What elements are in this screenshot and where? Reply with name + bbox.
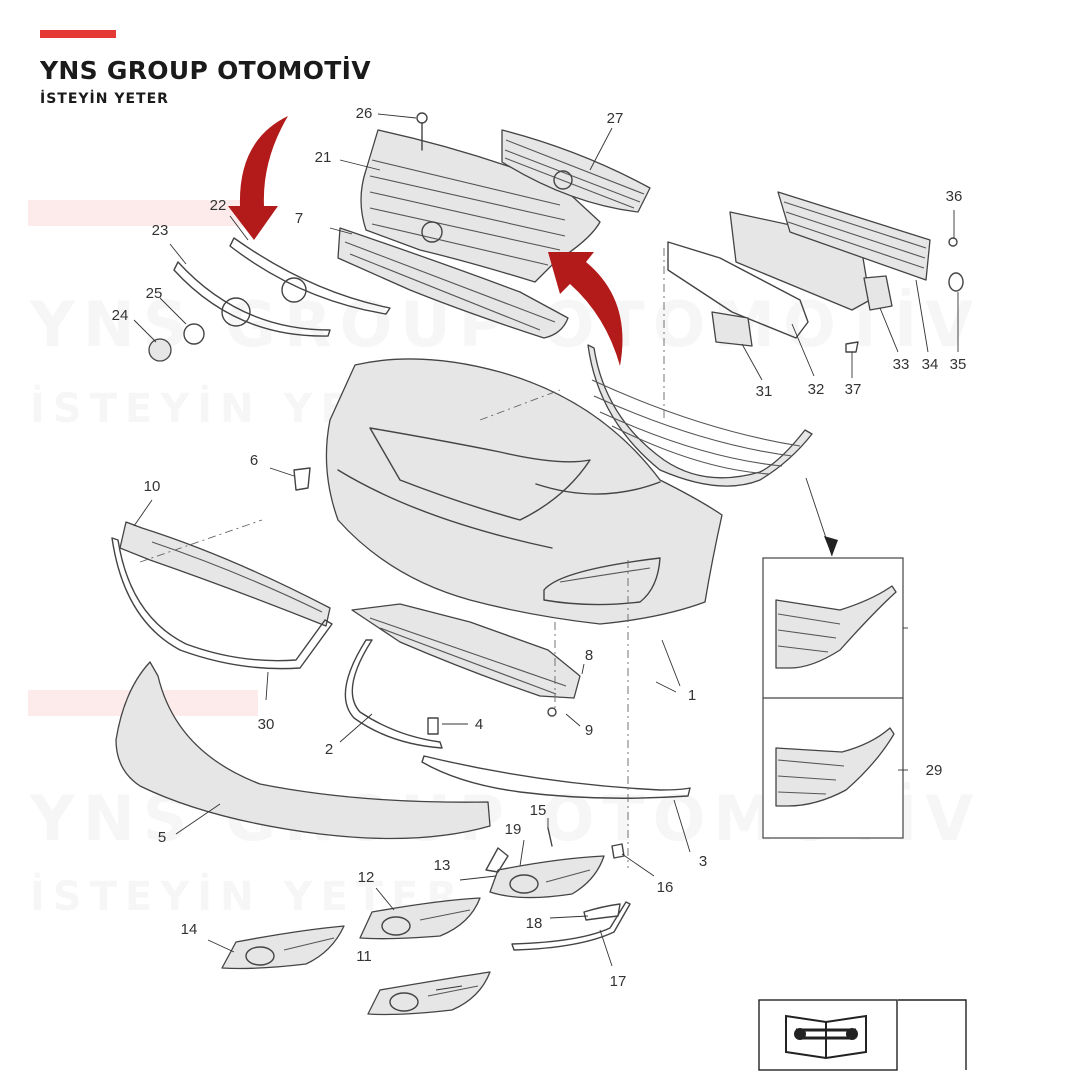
callout-4: 4 bbox=[475, 716, 483, 733]
part-10-plate-holder bbox=[119, 521, 331, 627]
part-22-chrome-strip bbox=[229, 237, 391, 315]
red-arrow-left bbox=[228, 116, 288, 240]
callout-11: 11 bbox=[356, 948, 372, 965]
part-23-chrome-strip bbox=[173, 261, 331, 337]
part-9-clip bbox=[547, 707, 557, 717]
callout-23: 23 bbox=[152, 222, 169, 239]
callout-8: 8 bbox=[585, 647, 593, 664]
callout-2: 2 bbox=[325, 741, 333, 758]
callout-10: 10 bbox=[144, 478, 161, 495]
detail-arrow-head bbox=[824, 536, 838, 556]
callout-25: 25 bbox=[146, 285, 163, 302]
callout-13: 13 bbox=[434, 857, 451, 874]
part-7-grille-carrier bbox=[337, 227, 569, 339]
watermark-bar bbox=[28, 200, 258, 226]
part-3-lower-strip bbox=[421, 755, 691, 799]
part-13-fog-lamp-bezel bbox=[489, 855, 605, 899]
brand-tagline: İSTEYİN YETER bbox=[40, 91, 169, 107]
part-14-fog-lamp-bezel bbox=[221, 925, 345, 970]
part-18-trim-strip bbox=[583, 903, 621, 921]
part-27-grille-insert bbox=[501, 129, 651, 213]
callout-15: 15 bbox=[530, 802, 547, 819]
part-15-screw bbox=[547, 827, 553, 847]
callout-24: 24 bbox=[112, 307, 129, 324]
callout-6: 6 bbox=[250, 452, 258, 469]
callout-31: 31 bbox=[756, 383, 773, 400]
red-arrow-right bbox=[548, 252, 623, 366]
callout-19: 19 bbox=[505, 821, 522, 838]
callout-35: 35 bbox=[950, 356, 967, 373]
leader-lines bbox=[133, 113, 959, 991]
part-29-lower-grille bbox=[587, 344, 813, 487]
brand-title: YNS GROUP OTOMOTİV bbox=[40, 56, 371, 85]
part-16-clip bbox=[611, 843, 625, 859]
part-4-clip bbox=[427, 717, 439, 735]
part-12-fog-lamp-bezel bbox=[359, 897, 481, 940]
part-25-emblem-base bbox=[183, 323, 205, 345]
callout-33: 33 bbox=[893, 356, 910, 373]
callout-34: 34 bbox=[922, 356, 939, 373]
callout-labels: 1234567891011121314151617181921222324252… bbox=[112, 105, 967, 990]
part-34-shutter-assembly bbox=[729, 191, 931, 311]
callout-29: 29 bbox=[926, 762, 943, 779]
repair-manual-icon bbox=[758, 999, 967, 1071]
callout-9: 9 bbox=[585, 722, 593, 739]
callout-16: 16 bbox=[657, 879, 674, 896]
callout-30: 30 bbox=[258, 716, 275, 733]
part-35-clip bbox=[948, 272, 964, 292]
part-26-screw bbox=[416, 112, 428, 151]
part-8-underbody-tray bbox=[351, 603, 581, 699]
callout-1: 1 bbox=[688, 687, 696, 704]
callout-12: 12 bbox=[358, 869, 375, 886]
part-30-lower-trim bbox=[111, 537, 333, 670]
callout-5: 5 bbox=[158, 829, 166, 846]
centerline bbox=[139, 519, 263, 563]
part-17-trim-strip bbox=[511, 901, 631, 951]
callout-22: 22 bbox=[210, 197, 227, 214]
brand-accent-bar bbox=[40, 30, 116, 38]
callout-37: 37 bbox=[845, 381, 862, 398]
part-19-bracket bbox=[485, 847, 509, 873]
callout-32: 32 bbox=[808, 381, 825, 398]
part-31-bracket bbox=[711, 311, 753, 347]
callout-14: 14 bbox=[181, 921, 198, 938]
callout-36: 36 bbox=[946, 188, 963, 205]
part-1-front-bumper bbox=[325, 358, 723, 625]
part-36-screw bbox=[948, 237, 958, 247]
part-2-lower-moulding bbox=[344, 639, 443, 749]
centerline bbox=[479, 389, 561, 421]
part-21-upper-grille bbox=[360, 129, 601, 283]
callout-21: 21 bbox=[315, 149, 332, 166]
callout-18: 18 bbox=[526, 915, 543, 932]
callout-17: 17 bbox=[610, 973, 627, 990]
part-32-shutter-frame bbox=[667, 241, 809, 339]
detail-inset bbox=[762, 557, 908, 839]
part-24-emblem bbox=[148, 338, 172, 362]
callout-3: 3 bbox=[699, 853, 707, 870]
part-5-lower-spoiler bbox=[115, 661, 491, 840]
callout-27: 27 bbox=[607, 110, 624, 127]
callout-26: 26 bbox=[356, 105, 373, 122]
part-33-actuator bbox=[863, 275, 893, 311]
part-6-bracket bbox=[293, 467, 311, 491]
callout-7: 7 bbox=[295, 210, 303, 227]
part-11-fog-lamp-bezel bbox=[367, 971, 491, 1016]
part-37-clip bbox=[845, 341, 859, 353]
